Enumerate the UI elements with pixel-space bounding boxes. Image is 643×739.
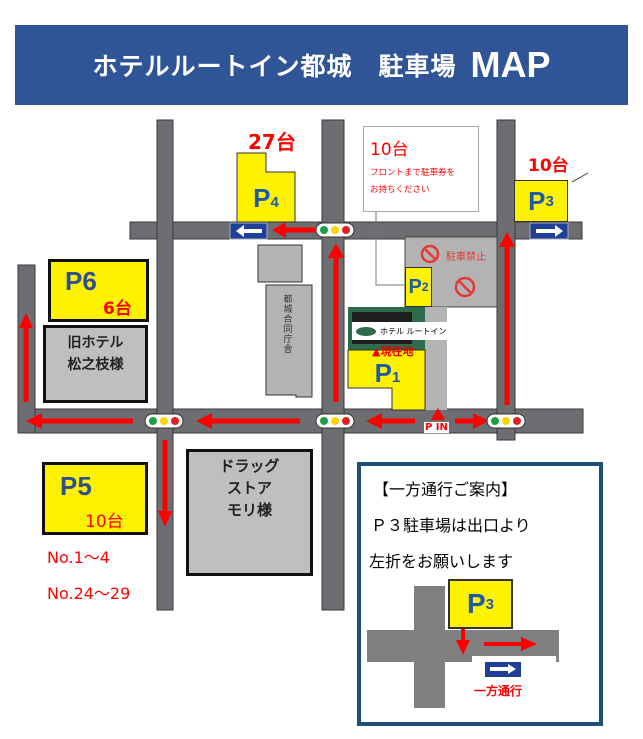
- entrance-marker: [431, 408, 445, 420]
- info-p3-letter: P: [466, 588, 486, 619]
- no-parking-icon-2: [454, 276, 476, 298]
- note-count: 10台: [370, 140, 409, 160]
- note-line2: お持ちください: [370, 185, 430, 195]
- info-arrow-down-head: [456, 640, 470, 655]
- p6-count: 6台: [103, 299, 132, 319]
- p5-lot: P5 10台: [42, 462, 148, 535]
- p2-num: 2: [421, 280, 429, 294]
- arrow-v2-up-head: [328, 243, 344, 258]
- p5-spaces-1: No.1～4: [47, 548, 110, 567]
- drugstore-line3: モリ様: [226, 501, 272, 519]
- info-p3-num: 3: [485, 595, 495, 613]
- note-pointer: [375, 212, 405, 286]
- note-box: 10台 フロントまで駐車券を お持ちください: [363, 126, 479, 212]
- drugstore-building: ドラッグ ストア モリ様: [186, 449, 313, 576]
- old-hotel-line1: 旧ホテル: [67, 335, 124, 351]
- map-title-suffix: MAP: [470, 44, 551, 85]
- info-one-way-sign: [485, 662, 521, 677]
- p4-num: 4: [270, 194, 279, 211]
- hotel-sign-text: ホテル ルートイン: [380, 326, 447, 336]
- drugstore-line1: ドラッグ: [219, 457, 280, 475]
- p6-lot: P6 6台: [48, 259, 149, 322]
- info-diagram: [367, 586, 559, 708]
- map-header: ホテルルートイン都城 駐車場 MAP: [15, 25, 628, 105]
- note-line1: フロントまで駐車券を: [370, 168, 456, 178]
- info-one-way-label: 一方通行: [474, 684, 523, 698]
- no-parking-icon-2-bar: [458, 280, 472, 294]
- current-location: ▲現在地: [372, 345, 414, 358]
- p1-lot: [347, 349, 426, 411]
- p3-pointer: [571, 172, 589, 183]
- entrance-label: P IN: [424, 422, 449, 433]
- gov-building-label: 都城合同庁舎: [283, 295, 293, 355]
- traffic-lights: [144, 222, 526, 429]
- hotel-logo-icon: [356, 326, 376, 336]
- traffic-light: [144, 413, 184, 429]
- road-v2: [321, 119, 345, 611]
- p5-spaces-2: No.24～29: [47, 584, 131, 603]
- current-location-text: 現在地: [380, 345, 414, 358]
- info-title: 【一方通行ご案内】: [373, 480, 518, 499]
- info-line2: 左折をお願いします: [369, 552, 514, 571]
- arrow-bottom-right-head: [473, 413, 489, 429]
- info-arrow-right-head: [521, 637, 537, 651]
- map-title: ホテルルートイン都城 駐車場: [92, 52, 457, 81]
- no-parking-icon-bar: [423, 247, 437, 261]
- gov-building: [265, 284, 313, 398]
- no-parking-icon: [420, 244, 440, 264]
- p3-count: 10台: [528, 156, 569, 176]
- traffic-light: [315, 413, 355, 429]
- arrow-bottom-left-2-head: [26, 413, 42, 429]
- one-way-sign-right: [529, 222, 569, 240]
- arrow-v1-down-head: [158, 511, 172, 527]
- building-small: [257, 244, 303, 283]
- one-way-sign-left: [229, 222, 268, 240]
- p1-num: 1: [392, 369, 401, 386]
- p1-letter: P: [374, 358, 392, 388]
- old-hotel-building: 旧ホテル 松之枝様: [43, 325, 148, 403]
- traffic-light: [315, 222, 355, 238]
- p6-label: P6: [65, 266, 97, 296]
- arrow-v3-up-head: [499, 232, 515, 247]
- arrow-left-up-head: [19, 313, 33, 328]
- drugstore-line2: ストア: [226, 479, 272, 497]
- no-parking-label: 駐車禁止: [446, 252, 486, 263]
- arrow-top-left-head: [272, 222, 286, 238]
- p4-lot: [236, 152, 296, 223]
- old-hotel-line2: 松之枝様: [67, 357, 124, 373]
- road-v1: [156, 119, 174, 611]
- p3-letter: P: [528, 185, 546, 216]
- arrow-bottom-left-3-head: [366, 413, 382, 429]
- traffic-light: [486, 413, 526, 429]
- p4-letter: P: [253, 183, 271, 213]
- arrow-bottom-left-1-head: [196, 413, 212, 429]
- p5-label: P5: [60, 471, 92, 501]
- p3-num: 3: [545, 192, 554, 210]
- p5-count: 10台: [85, 512, 124, 532]
- hotel-sign: ホテル ルートイン: [352, 322, 448, 340]
- info-line1: Ｐ３駐車場は出口より: [371, 516, 531, 535]
- p2-letter: P: [408, 275, 422, 298]
- p4-count: 27台: [248, 130, 296, 154]
